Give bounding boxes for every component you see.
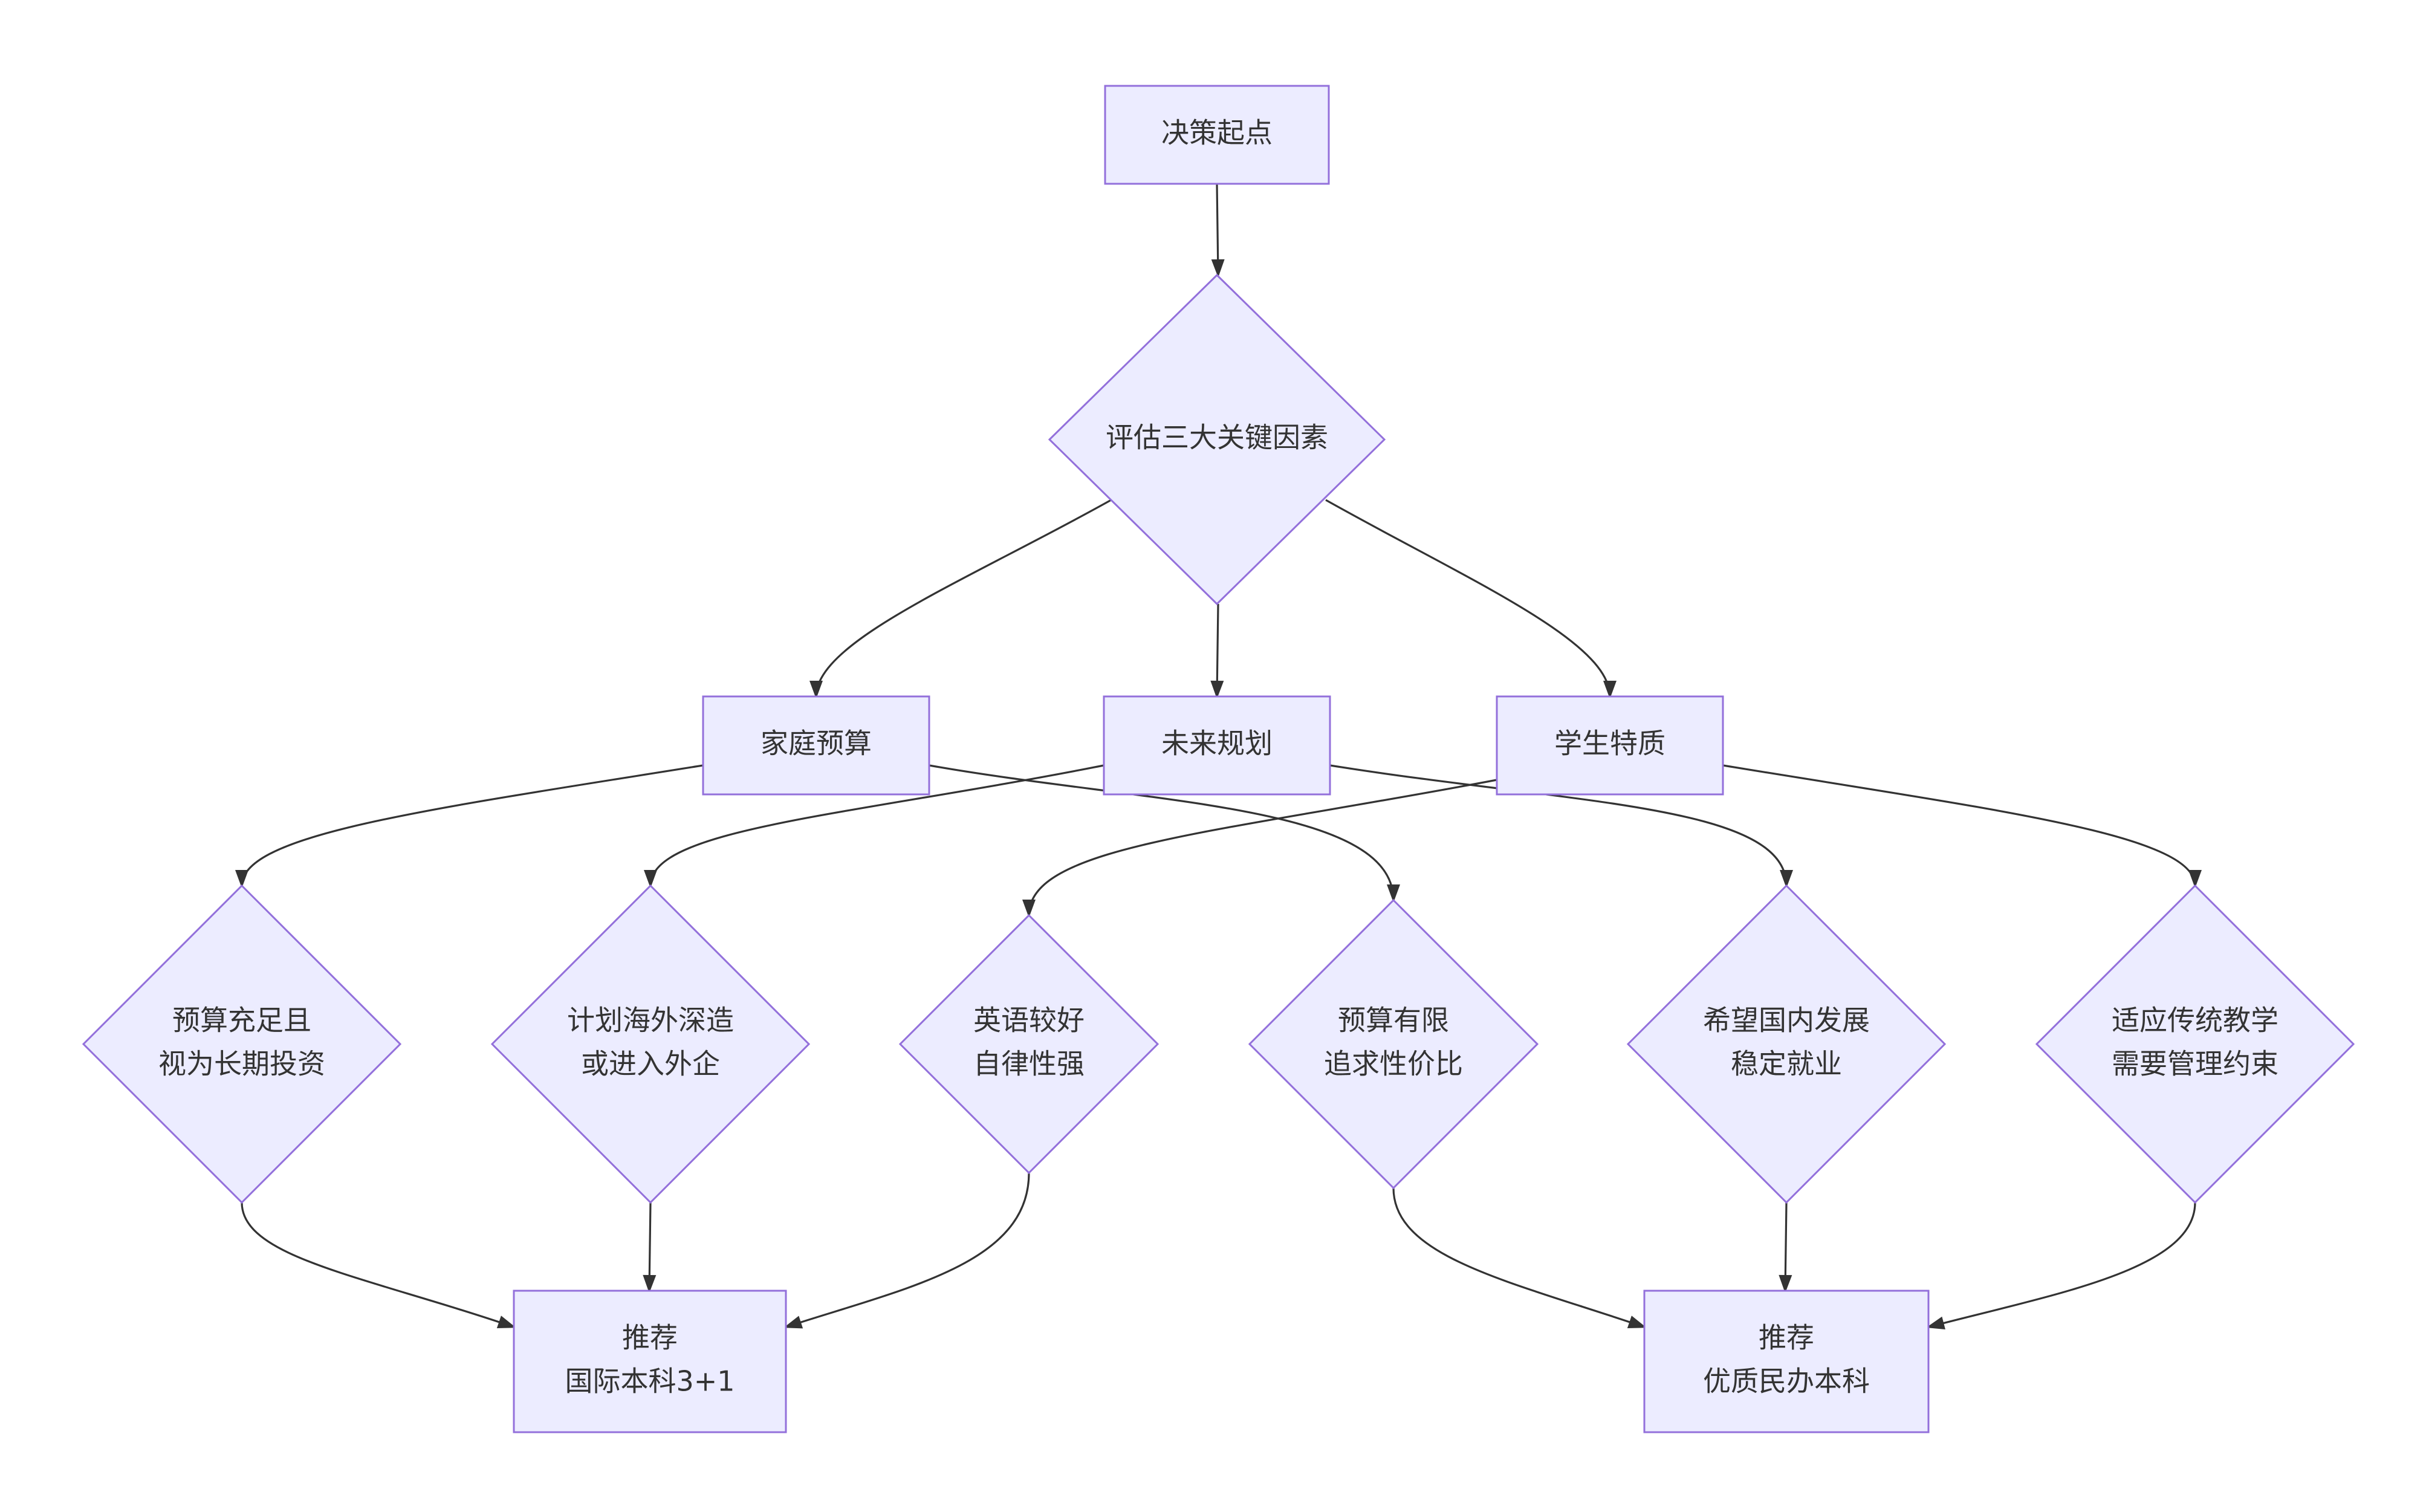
- process-box: [702, 695, 930, 796]
- edge-line: [815, 499, 1112, 697]
- node-label-line: 家庭预算: [761, 727, 872, 760]
- node-label-line: 希望国内发展: [1703, 1004, 1870, 1037]
- node-label-line: 追求性价比: [1324, 1048, 1463, 1080]
- node-budget: 家庭预算: [702, 695, 930, 796]
- edge-line: [1722, 764, 2196, 886]
- node-label-line: 计划海外深造: [567, 1004, 734, 1037]
- edge-line: [241, 764, 704, 886]
- edge-line: [241, 1202, 514, 1328]
- edge-traditional-to-rec_private: [1926, 1202, 2196, 1330]
- arrowhead-icon: [783, 1316, 803, 1329]
- arrowhead-icon: [2188, 870, 2202, 888]
- edge-line: [1928, 1202, 2196, 1328]
- edge-plan_abroad-to-rec_intl: [643, 1202, 657, 1293]
- node-label-line: 视为长期投资: [158, 1048, 325, 1080]
- edge-plan-to-domestic_dev: [1329, 764, 1793, 888]
- decision-diamond: [490, 884, 811, 1204]
- edge-line: [1325, 499, 1611, 697]
- node-label-line: 优质民办本科: [1703, 1365, 1870, 1398]
- arrowhead-icon: [1387, 884, 1400, 903]
- process-box: [1643, 1290, 1930, 1433]
- node-label-line: 决策起点: [1161, 117, 1273, 149]
- arrowhead-icon: [1926, 1316, 1945, 1330]
- arrowhead-icon: [644, 870, 657, 888]
- process-box: [1496, 695, 1724, 796]
- edge-line: [1329, 764, 1788, 886]
- decision-diamond: [1248, 898, 1539, 1190]
- node-label-line: 国际本科3+1: [565, 1365, 735, 1398]
- edge-domestic_dev-to-rec_private: [1779, 1202, 1792, 1293]
- arrowhead-icon: [496, 1316, 516, 1329]
- arrowhead-icon: [1627, 1316, 1647, 1329]
- edge-line: [649, 764, 1104, 886]
- arrowhead-icon: [1780, 870, 1793, 888]
- node-start: 决策起点: [1104, 85, 1330, 185]
- arrowhead-icon: [1211, 259, 1225, 277]
- node-traits: 学生特质: [1496, 695, 1724, 796]
- edge-line: [1028, 779, 1497, 916]
- edge-start-to-evaluate: [1211, 183, 1225, 277]
- nodes-layer: 决策起点评估三大关键因素家庭预算未来规划学生特质预算充足且视为长期投资计划海外深…: [82, 85, 2355, 1433]
- edge-line: [1392, 1187, 1645, 1328]
- arrowhead-icon: [235, 870, 248, 888]
- arrowhead-icon: [643, 1274, 657, 1293]
- decision-diamond: [1048, 273, 1386, 606]
- node-label-line: 评估三大关键因素: [1106, 421, 1328, 454]
- process-box: [1104, 85, 1330, 185]
- arrowhead-icon: [1210, 680, 1224, 699]
- edge-budget_limited-to-rec_private: [1392, 1187, 1647, 1329]
- decision-diamond: [1626, 884, 1947, 1204]
- node-evaluate: 评估三大关键因素: [1048, 273, 1386, 606]
- node-label-line: 学生特质: [1554, 727, 1665, 760]
- decision-diamond: [2035, 884, 2355, 1204]
- node-label-line: 预算充足且: [172, 1004, 311, 1037]
- node-label-line: 自律性强: [973, 1048, 1085, 1080]
- edge-traits-to-traditional: [1722, 764, 2202, 888]
- node-label-line: 推荐: [622, 1322, 678, 1354]
- node-label-line: 需要管理约束: [2112, 1048, 2278, 1080]
- edge-english_good-to-rec_intl: [783, 1172, 1030, 1329]
- arrowhead-icon: [1603, 681, 1617, 699]
- node-label-line: 适应传统教学: [2112, 1004, 2278, 1037]
- node-label-line: 推荐: [1759, 1322, 1814, 1354]
- node-plan: 未来规划: [1103, 695, 1331, 796]
- edge-budget_ample-to-rec_intl: [241, 1202, 516, 1329]
- edge-line: [785, 1172, 1030, 1328]
- node-label-line: 英语较好: [973, 1004, 1085, 1037]
- edges-layer: [235, 183, 2202, 1330]
- edge-traits-to-english_good: [1022, 779, 1497, 918]
- node-label-line: 未来规划: [1161, 727, 1273, 760]
- decision-diamond: [898, 913, 1159, 1175]
- edge-budget-to-budget_ample: [235, 764, 704, 888]
- edge-evaluate-to-traits: [1325, 499, 1617, 699]
- edge-plan-to-plan_abroad: [644, 764, 1104, 888]
- edge-evaluate-to-plan: [1210, 603, 1224, 699]
- process-box: [513, 1290, 787, 1433]
- edge-evaluate-to-budget: [809, 499, 1112, 699]
- decision-diamond: [82, 884, 402, 1204]
- arrowhead-icon: [809, 681, 823, 699]
- node-label-line: 或进入外企: [581, 1048, 720, 1080]
- arrowhead-icon: [1779, 1274, 1792, 1293]
- process-box: [1103, 695, 1331, 796]
- node-label-line: 预算有限: [1338, 1004, 1449, 1037]
- node-label-line: 稳定就业: [1731, 1048, 1842, 1080]
- arrowhead-icon: [1022, 900, 1036, 918]
